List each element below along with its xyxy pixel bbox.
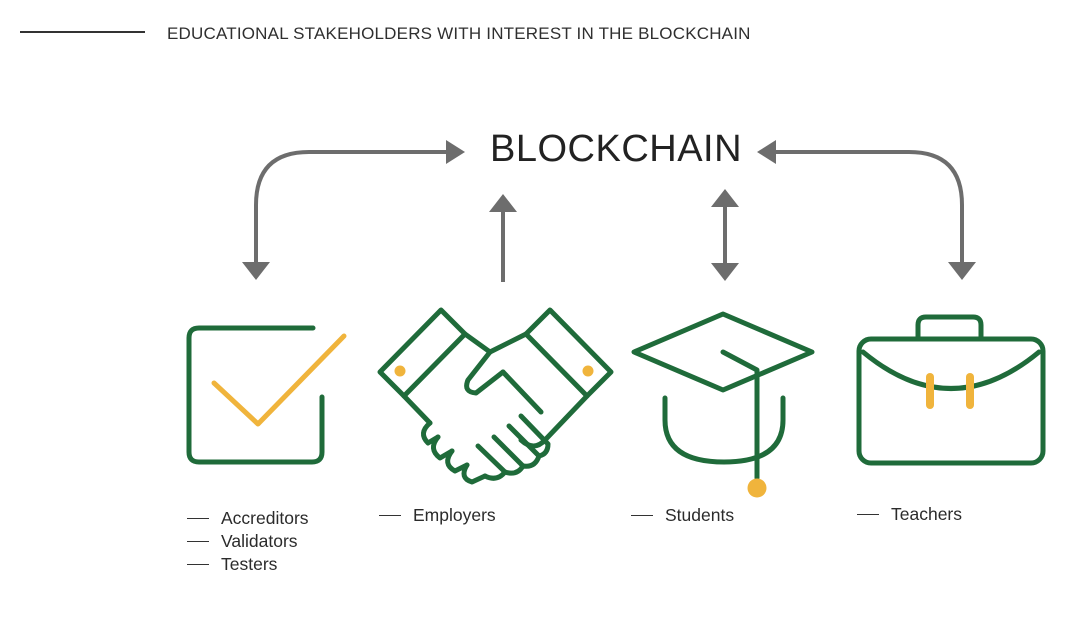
handshake-icon — [377, 307, 614, 485]
arrowhead-down-teachers — [948, 262, 976, 280]
label-validators: Validators — [187, 530, 309, 553]
arrowhead-up-students — [711, 189, 739, 207]
handshake-cufflinks — [394, 365, 594, 377]
label-text: Students — [665, 505, 735, 525]
dash-icon — [187, 517, 209, 520]
label-text: Validators — [221, 531, 298, 551]
label-teachers: Teachers — [857, 503, 962, 526]
arrowhead-down-accreditors — [242, 262, 270, 280]
dash-icon — [379, 514, 401, 517]
label-text: Employers — [413, 505, 496, 525]
arrowhead-left-to-blockchain — [446, 140, 465, 164]
label-testers: Testers — [187, 553, 309, 576]
arrow-accreditors-line — [254, 150, 446, 262]
students-label-list: Students — [631, 504, 734, 527]
arrow-teachers-line — [776, 150, 964, 262]
label-accreditors: Accreditors — [187, 507, 309, 530]
label-text: Testers — [221, 554, 278, 574]
label-students: Students — [631, 504, 734, 527]
arrows — [254, 150, 964, 282]
dash-icon — [857, 513, 879, 516]
label-text: Accreditors — [221, 508, 309, 528]
page-title: EDUCATIONAL STAKEHOLDERS WITH INTEREST I… — [167, 24, 751, 43]
checkbox-check-icon — [186, 325, 347, 465]
arrowhead-down-students — [711, 263, 739, 281]
arrowhead-up-employers — [489, 194, 517, 212]
header-rule — [20, 31, 145, 33]
dash-icon — [187, 563, 209, 566]
label-employers: Employers — [379, 504, 496, 527]
dash-icon — [187, 540, 209, 543]
teachers-label-list: Teachers — [857, 503, 962, 526]
briefcase-icon — [856, 314, 1046, 466]
employers-label-list: Employers — [379, 504, 496, 527]
accreditors-label-list: Accreditors Validators Testers — [187, 507, 309, 576]
label-text: Teachers — [891, 504, 963, 524]
arrowhead-right-to-blockchain — [757, 140, 776, 164]
dash-icon — [631, 514, 653, 517]
graduation-cap-icon — [631, 311, 815, 498]
blockchain-title: BLOCKCHAIN — [490, 128, 743, 170]
